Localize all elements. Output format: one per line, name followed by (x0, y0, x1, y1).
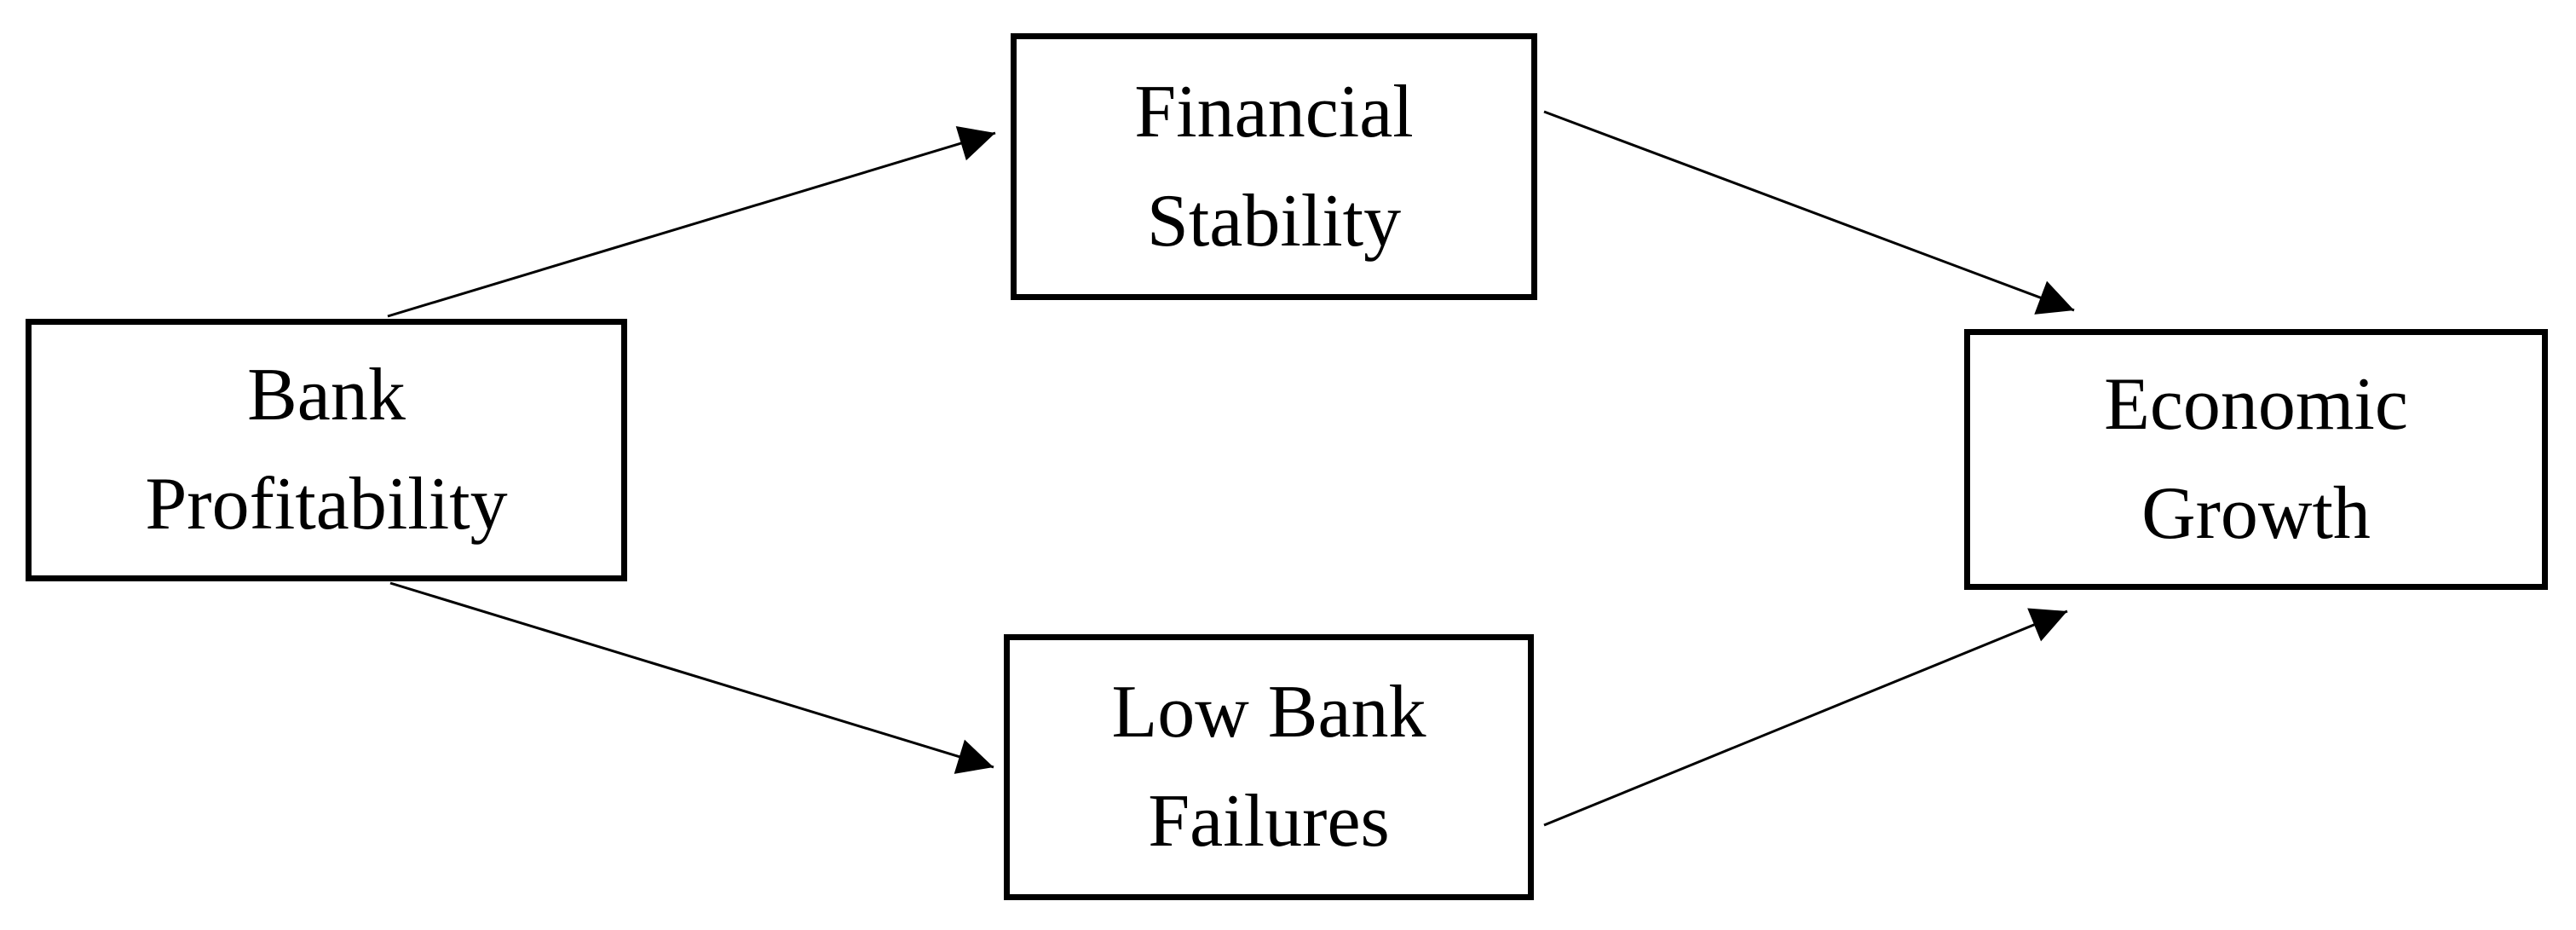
node-low-bank-failures: Low Bank Failures (1004, 634, 1534, 900)
edge-bank-profitability-to-financial-stability (387, 126, 996, 318)
edge-low-bank-failures-to-economic-growth (1543, 608, 2068, 827)
node-label: Economic Growth (2104, 363, 2408, 555)
node-financial-stability: Financial Stability (1011, 33, 1537, 300)
node-label: Financial Stability (1134, 70, 1414, 263)
edge-financial-stability-to-economic-growth (1543, 110, 2075, 315)
edge-bank-profitability-to-low-bank-failures (389, 581, 994, 774)
node-bank-profitability: Bank Profitability (26, 319, 627, 581)
node-economic-growth: Economic Growth (1964, 329, 2548, 590)
node-label: Low Bank Failures (1111, 671, 1426, 863)
node-label: Bank Profitability (145, 354, 508, 546)
